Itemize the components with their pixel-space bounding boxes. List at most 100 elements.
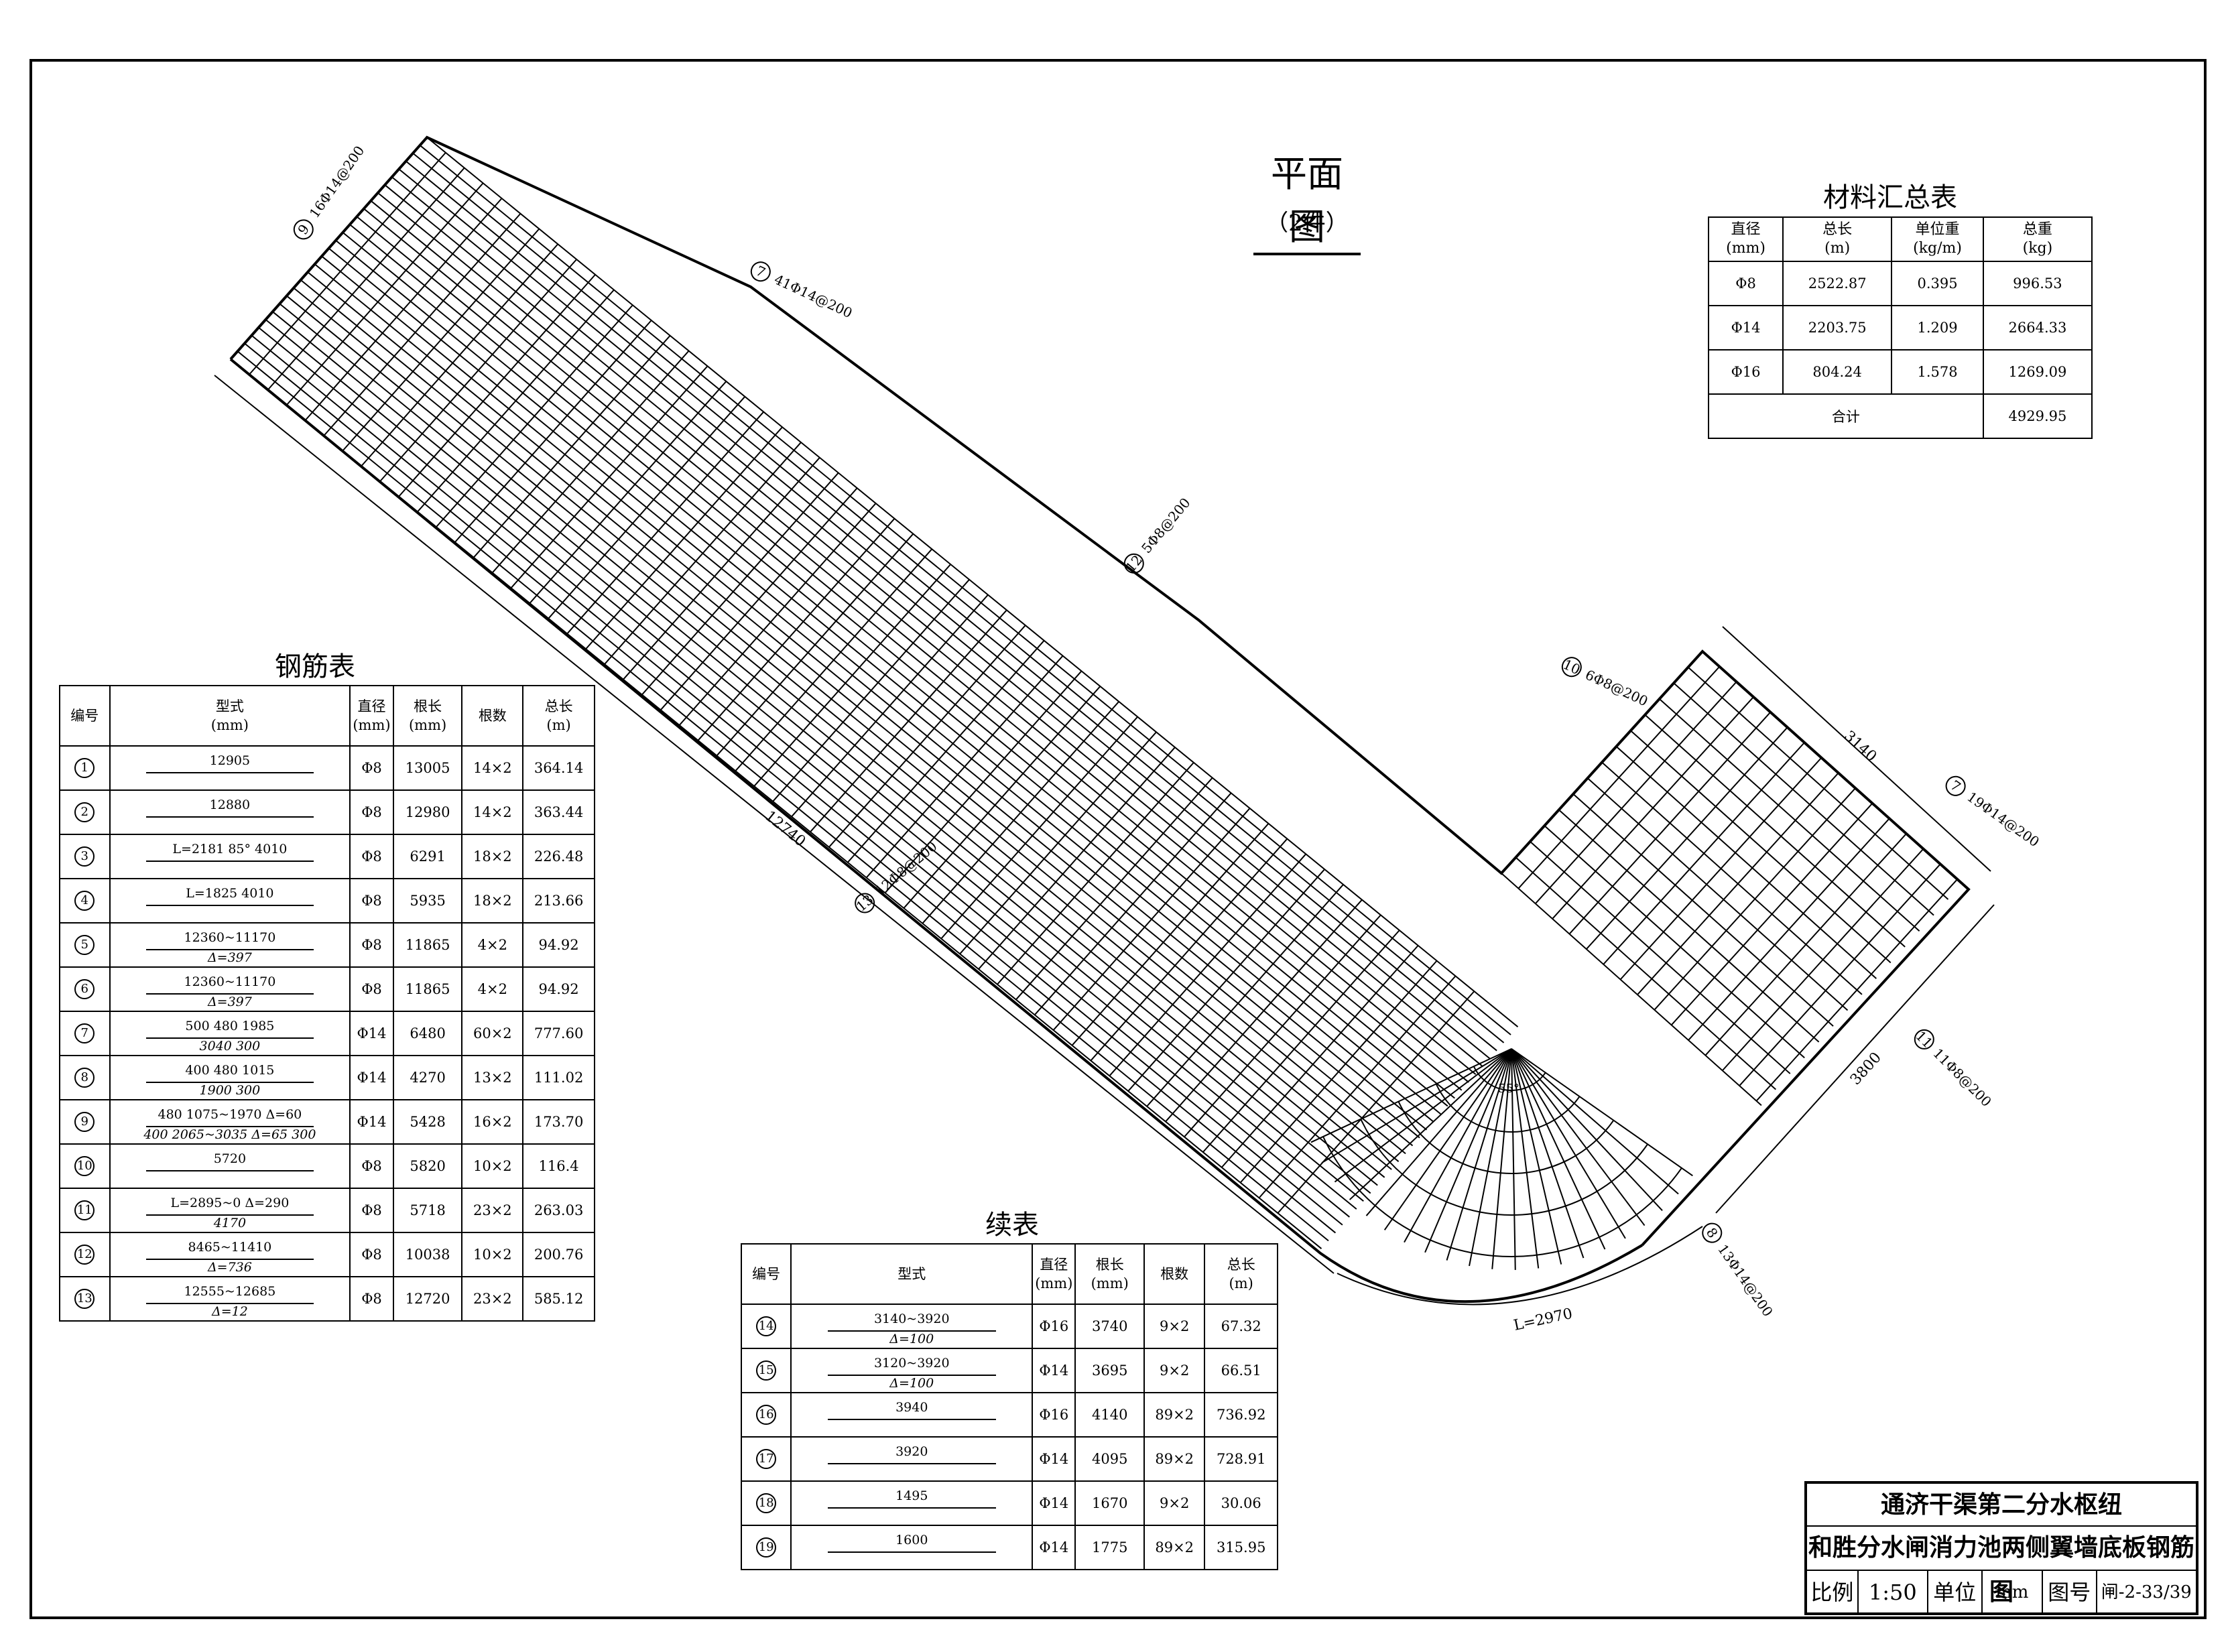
bar-line [828, 1330, 996, 1332]
total-length: 66.51 [1204, 1348, 1278, 1393]
bar-shape-sketch: 12880 [111, 791, 350, 834]
shape-dim-2: Δ=100 [889, 1376, 934, 1391]
callout-text: 41Φ14@200 [772, 271, 855, 321]
total-value: 4929.95 [1982, 393, 2093, 439]
rebar-line [398, 274, 596, 497]
callout-text: 5Φ8@200 [1138, 495, 1194, 556]
fan-bar [1511, 1048, 1663, 1212]
plan-subtitle: （2件） [1265, 210, 1349, 237]
drawing-name: 和胜分水闸消力池两侧翼墙底板钢筋图 [1807, 1525, 2196, 1606]
bar-count: 9×2 [1143, 1348, 1206, 1393]
callout-circle [1702, 1222, 1723, 1243]
shape-dim: L=2181 85° 4010 [172, 842, 288, 856]
fan-bar [1383, 1048, 1512, 1230]
diameter: Φ14 [1032, 1525, 1076, 1570]
rebar-line [865, 655, 1064, 879]
cont-header-0: 编号 [740, 1243, 792, 1305]
fan-arc [1473, 1066, 1546, 1091]
callout-circle [1945, 775, 1966, 796]
bar-shape: L=1825 4010 [109, 878, 351, 924]
bar-line [146, 772, 314, 773]
shape-dim-2: Δ=100 [889, 1332, 934, 1346]
callout-circle [855, 893, 875, 913]
callout-number: 7 [1948, 777, 1964, 795]
bar-shape-sketch: 1600 [792, 1526, 1032, 1569]
mark-circle: 15 [756, 1360, 777, 1381]
fan-bar [1511, 1048, 1562, 1265]
shape-dim: 500 480 1985 [185, 1019, 275, 1033]
rebar-line [1670, 802, 1873, 1026]
bar-length: 12980 [392, 789, 463, 835]
rebar-line [426, 137, 1519, 1027]
bar-length: 12720 [392, 1276, 463, 1322]
bar-count: 4×2 [461, 922, 524, 968]
rebar-line [384, 184, 1477, 1075]
fan-bar [1511, 1048, 1646, 1226]
rebar-line [237, 351, 1329, 1242]
shape-dim: 3940 [895, 1400, 928, 1415]
callout-number: 7 [753, 263, 768, 281]
callout-circle [1914, 1029, 1934, 1050]
diameter: Φ8 [349, 922, 394, 968]
mark-circle: 11 [74, 1200, 95, 1220]
diameter: Φ14 [349, 1011, 394, 1056]
bar-shape-sketch: L=2181 85° 4010 [111, 835, 350, 878]
rebar-grid [231, 137, 1969, 1249]
bar-length: 1670 [1074, 1480, 1145, 1526]
rebar-line [405, 160, 1497, 1052]
fan-rebar [1310, 1048, 1693, 1270]
rebar-line [1615, 746, 1877, 979]
rebar-line [304, 198, 503, 421]
rebar-line [1601, 761, 1863, 995]
bar-shape-sketch: 5720 [111, 1145, 350, 1188]
rebar-line [1687, 666, 1949, 900]
mark-circle: 16 [756, 1405, 777, 1425]
bar-line [146, 905, 314, 906]
rebar-line [314, 263, 1406, 1155]
rebar-line [370, 200, 1463, 1091]
shape-dim: 12360~11170 [184, 930, 276, 945]
total-length: 363.44 [522, 789, 595, 835]
fan-bar [1511, 1048, 1679, 1195]
fan-bar [1511, 1048, 1540, 1269]
rebar-line [1688, 818, 1890, 1041]
diameter: Φ8 [349, 789, 394, 835]
diameter: Φ8 [349, 1143, 394, 1189]
shape-dim-2: 1900 300 [199, 1083, 261, 1098]
rebar-line [328, 248, 1420, 1139]
fan-bar [1511, 1048, 1516, 1270]
diameter: Φ16 [1032, 1304, 1076, 1349]
summary-cell: Φ14 [1707, 305, 1784, 351]
rebar-line [342, 232, 1434, 1123]
bar-length: 6291 [392, 834, 463, 879]
bar-line [146, 1170, 314, 1171]
mark-circle: 2 [74, 802, 95, 822]
rebar-line [1644, 714, 1906, 948]
bar-count: 23×2 [461, 1188, 524, 1233]
shape-dim: 12555~12685 [184, 1284, 276, 1299]
rebar-line [1721, 848, 1924, 1072]
callout-text: 11Φ8@200 [1930, 1045, 1995, 1110]
bar-count: 18×2 [461, 878, 524, 924]
rebar-line [293, 287, 1385, 1178]
diameter: Φ8 [349, 834, 394, 879]
shape-dim: 1600 [895, 1533, 928, 1547]
shape-dim: 3120~3920 [873, 1356, 950, 1371]
